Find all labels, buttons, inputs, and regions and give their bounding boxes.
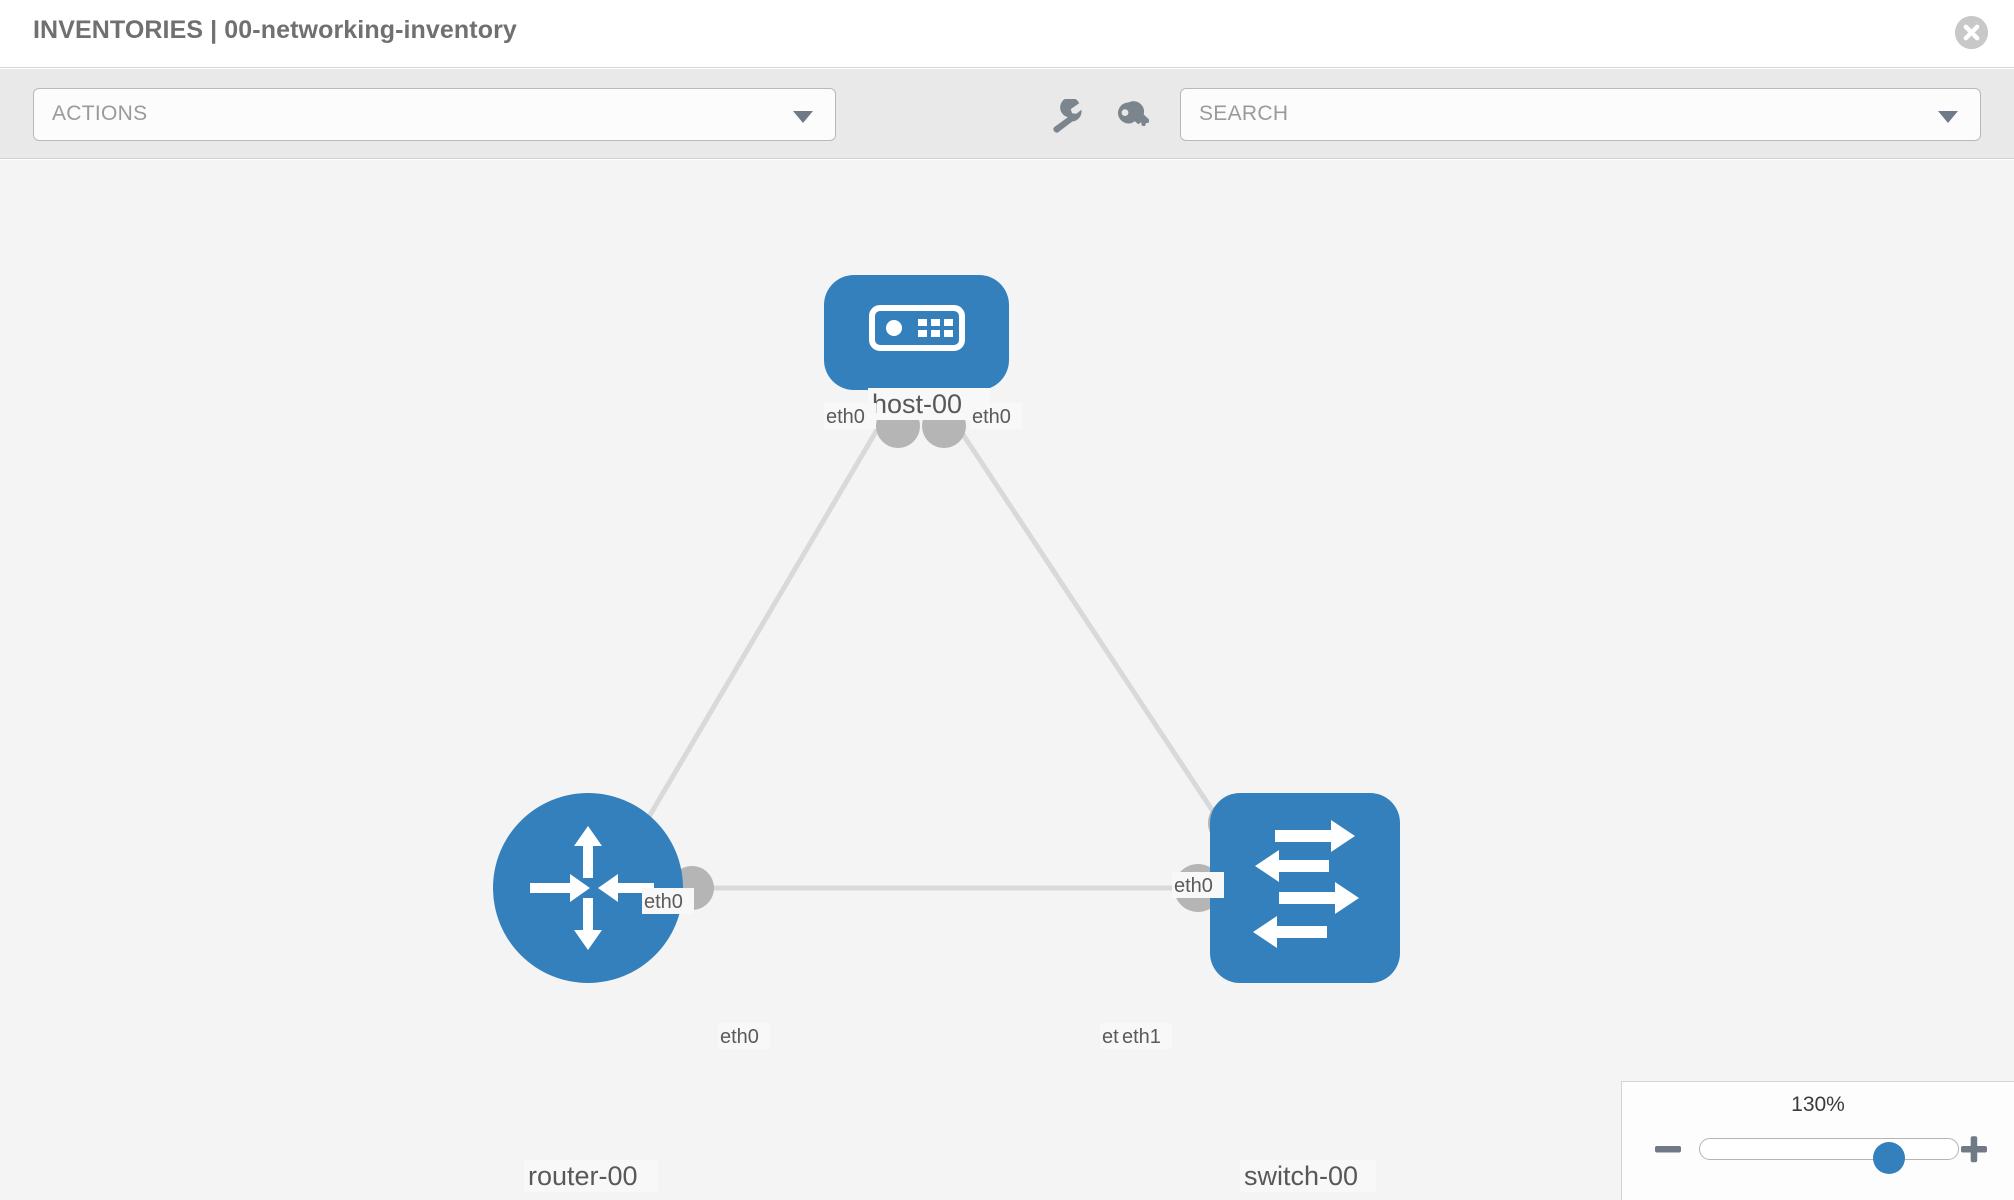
edge-label-bg [1172, 872, 1224, 898]
node-router-00[interactable]: router-00 [493, 793, 683, 1192]
page-header: INVENTORIES | 00-networking-inventory [0, 0, 2014, 68]
key-icon[interactable] [1114, 99, 1152, 133]
node-host-00[interactable]: host-00 [824, 275, 1009, 420]
edge-label-bg [718, 1023, 770, 1049]
router-arrows-icon [530, 826, 654, 950]
topology-canvas[interactable]: host-00 eth0 eth0 [0, 160, 2014, 1200]
switch-node-shape[interactable] [1210, 793, 1400, 983]
search-placeholder-label: SEARCH [1199, 102, 1289, 125]
edge-label-bg [824, 403, 876, 429]
topology-graph[interactable]: host-00 eth0 eth0 [0, 160, 2014, 1200]
node-label-switch: switch-00 [1244, 1161, 1358, 1191]
router-label-bg [524, 1160, 658, 1192]
edge-group [637, 416, 1235, 891]
node-label-router: router-00 [528, 1161, 638, 1191]
node-switch-00[interactable]: switch-00 [1210, 793, 1400, 1192]
edge-label-bg [970, 403, 1022, 429]
actions-dropdown[interactable]: ACTIONS [33, 88, 836, 141]
wrench-icon[interactable] [1046, 97, 1084, 133]
edge-label-bg [1120, 1023, 1172, 1049]
zoom-control: 130% [1621, 1081, 2014, 1200]
zoom-percent-label: 130% [1791, 1093, 1845, 1116]
search-input[interactable]: SEARCH [1180, 88, 1981, 141]
switch-label-bg [1240, 1160, 1376, 1192]
host-node-shape[interactable] [824, 275, 1009, 390]
plus-icon[interactable] [1957, 1132, 1991, 1166]
host-label-bg [868, 388, 990, 420]
zoom-slider-thumb[interactable] [1873, 1142, 1905, 1174]
close-icon[interactable] [1955, 16, 1988, 49]
toolbar: ACTIONS SEARCH [0, 69, 2014, 159]
edge-label-host-right: eth0 [972, 406, 1011, 428]
node-label-host: host-00 [872, 389, 962, 419]
server-icon [869, 305, 965, 351]
connector-group [670, 404, 1256, 912]
edge-label-router-right: eth0 [720, 1026, 759, 1048]
edge-label-switch-upper: eth0 [1174, 875, 1213, 897]
zoom-slider-row [1622, 1130, 2014, 1174]
chevron-down-icon [793, 111, 813, 123]
edge-label-switch-left-b: eth1 [1122, 1026, 1161, 1048]
actions-dropdown-label: ACTIONS [52, 102, 148, 125]
zoom-slider-track[interactable] [1699, 1138, 1959, 1174]
page-title: INVENTORIES | 00-networking-inventory [33, 16, 517, 44]
switch-arrows-icon [1253, 820, 1359, 948]
edge-label-host-left: eth0 [826, 406, 865, 428]
chevron-down-icon [1938, 111, 1958, 123]
minus-icon[interactable] [1651, 1132, 1685, 1166]
edge-host-router[interactable] [637, 416, 887, 834]
edge-host-switch[interactable] [949, 416, 1235, 842]
edge-label-bg [642, 888, 694, 914]
edge-label-router-upper: eth0 [644, 891, 683, 913]
